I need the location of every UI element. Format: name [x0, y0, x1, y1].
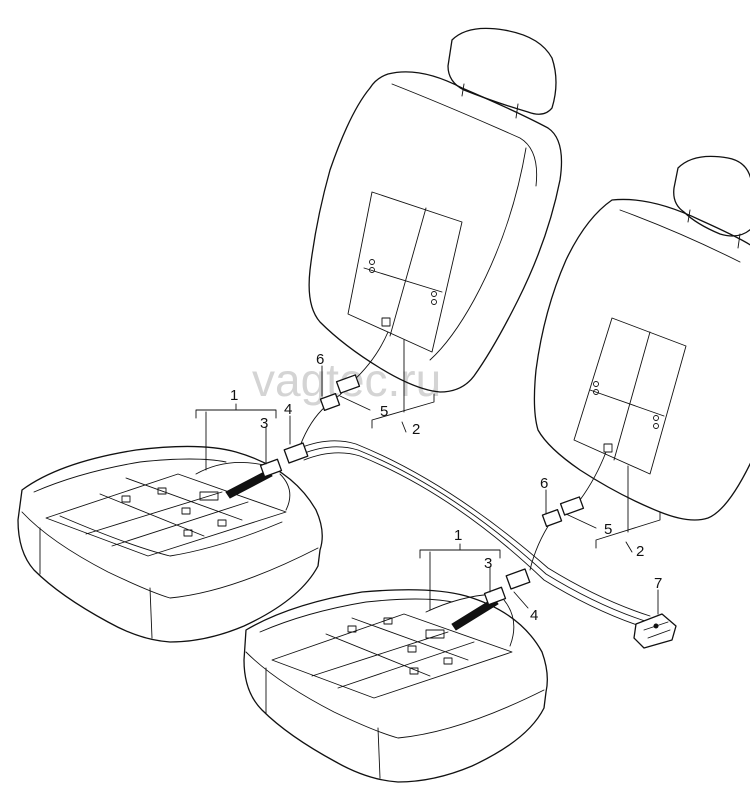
connector-3-right	[483, 586, 507, 606]
connector-5-right	[559, 496, 585, 516]
connector-4-right	[505, 568, 531, 590]
callout-7: 7	[654, 575, 662, 592]
left-headrest	[447, 27, 557, 115]
connector-6-right	[541, 508, 563, 528]
left-cushion-heating-mat	[45, 473, 287, 557]
callout-1-right: 1	[454, 527, 462, 544]
callout-labels: 1 3 4 6 5 2 1 3 4 6 5 2 7	[230, 351, 662, 624]
connector-5-left	[335, 374, 361, 394]
callout-4-right: 4	[530, 607, 538, 624]
callout-4-left: 4	[284, 401, 292, 418]
callout-6-right: 6	[540, 475, 548, 492]
left-cushion-outline	[17, 445, 323, 643]
right-headrest	[673, 155, 750, 237]
right-seat-backrest	[533, 155, 750, 521]
callout-2-right: 2	[636, 543, 644, 560]
connector-6-left	[319, 392, 341, 412]
left-backrest-heating-pad	[347, 191, 463, 353]
callout-2-left: 2	[412, 421, 420, 438]
callout-1-left: 1	[230, 387, 238, 404]
right-cushion-heating-mat	[271, 613, 513, 699]
left-backrest-outline	[308, 71, 563, 393]
callout-5-left: 5	[380, 403, 388, 420]
right-seat-cushion	[243, 589, 548, 783]
left-seat-backrest	[308, 27, 563, 393]
right-backrest-outline	[533, 198, 750, 521]
right-backrest-heating-pad	[573, 317, 687, 475]
right-cushion-outline	[243, 589, 548, 783]
left-seat-cushion	[17, 445, 323, 643]
callout-5-right: 5	[604, 521, 612, 538]
callout-6-left: 6	[316, 351, 324, 368]
connector-4-left	[283, 442, 309, 464]
callout-leaders	[195, 339, 661, 615]
callout-3-left: 3	[260, 415, 268, 432]
callout-3-right: 3	[484, 555, 492, 572]
